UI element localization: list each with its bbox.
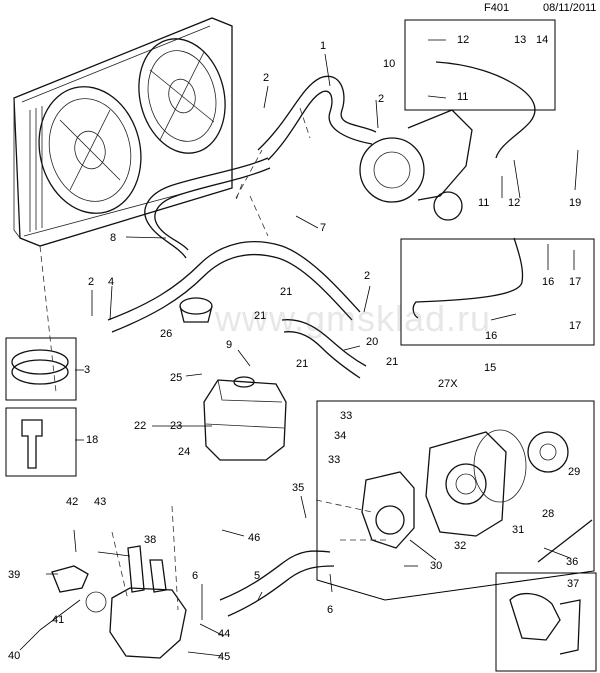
callout-32: 32 (454, 540, 467, 552)
callout-42: 42 (66, 496, 79, 508)
callout-19: 19 (569, 197, 582, 209)
callout-39: 39 (8, 569, 21, 581)
callout-37: 37 (567, 578, 580, 590)
callout-12-turbo: 12 (508, 197, 521, 209)
callout-2-left: 2 (88, 276, 95, 288)
turbo-oil-lines (412, 61, 536, 319)
callout-40: 40 (8, 650, 21, 662)
callout-36: 36 (566, 556, 579, 568)
callout-14: 14 (536, 34, 549, 46)
radiator-fan-assembly (13, 17, 233, 247)
callout-11-turbo: 11 (478, 197, 490, 209)
callout-10: 10 (383, 58, 396, 70)
coolant-hoses (107, 75, 377, 617)
callout-1: 1 (320, 40, 327, 52)
callout-26: 26 (160, 328, 173, 340)
assembly-lines (39, 107, 386, 611)
thermostat-housing (51, 545, 187, 659)
callout-31: 31 (512, 524, 525, 536)
callout-43: 43 (94, 496, 107, 508)
degas-bottle (179, 297, 287, 461)
callout-17-top: 17 (569, 276, 582, 288)
water-pump (361, 429, 593, 563)
callout-17-bottom: 17 (569, 320, 582, 332)
callout-33-top: 33 (340, 410, 353, 422)
callout-21-low: 21 (296, 358, 309, 370)
callout-41: 41 (52, 614, 65, 626)
turbocharger (359, 109, 473, 221)
callout-21-right: 21 (386, 356, 399, 368)
callout-16-top: 16 (542, 276, 555, 288)
watermark-text: www.gmsklad.ru (215, 298, 492, 339)
callout-15: 15 (484, 362, 497, 374)
inset-boxes (5, 337, 597, 672)
callout-9: 9 (226, 339, 233, 351)
callout-2-turbo: 2 (378, 93, 385, 105)
callout-22: 22 (134, 420, 147, 432)
callout-28: 28 (542, 508, 555, 520)
callout-4: 4 (108, 276, 115, 288)
callout-29: 29 (568, 466, 581, 478)
callout-21-upper: 21 (280, 286, 293, 298)
callout-21-mid: 21 (254, 310, 267, 322)
callout-3: 3 (84, 364, 91, 376)
callout-6-right: 6 (327, 604, 334, 616)
callout-34: 34 (334, 430, 347, 442)
callout-2-top: 2 (263, 72, 270, 84)
callout-45: 45 (218, 651, 231, 663)
callout-25: 25 (170, 372, 183, 384)
callout-23: 23 (170, 420, 183, 432)
callout-7: 7 (320, 222, 327, 234)
figure-date: 08/11/2011 (543, 2, 597, 14)
callout-24: 24 (178, 446, 191, 458)
callout-8: 8 (110, 232, 117, 244)
callout-16-bottom: 16 (485, 330, 498, 342)
callout-13: 13 (514, 34, 527, 46)
figure-id: F401 (484, 2, 510, 14)
callout-2-right: 2 (364, 270, 371, 282)
callout-27x: 27X (438, 378, 458, 390)
callout-20: 20 (366, 336, 379, 348)
callout-44: 44 (218, 628, 231, 640)
callout-6-left: 6 (192, 570, 199, 582)
callout-30: 30 (430, 560, 443, 572)
callout-18: 18 (86, 434, 99, 446)
group-boxes (316, 19, 595, 601)
callout-11-box: 11 (457, 91, 469, 103)
callout-35: 35 (292, 482, 305, 494)
callout-33-low: 33 (328, 454, 341, 466)
leader-lines (19, 39, 579, 657)
callout-46: 46 (248, 532, 261, 544)
callout-5: 5 (254, 570, 261, 582)
callout-12-box: 12 (457, 34, 470, 46)
callout-38: 38 (144, 534, 157, 546)
